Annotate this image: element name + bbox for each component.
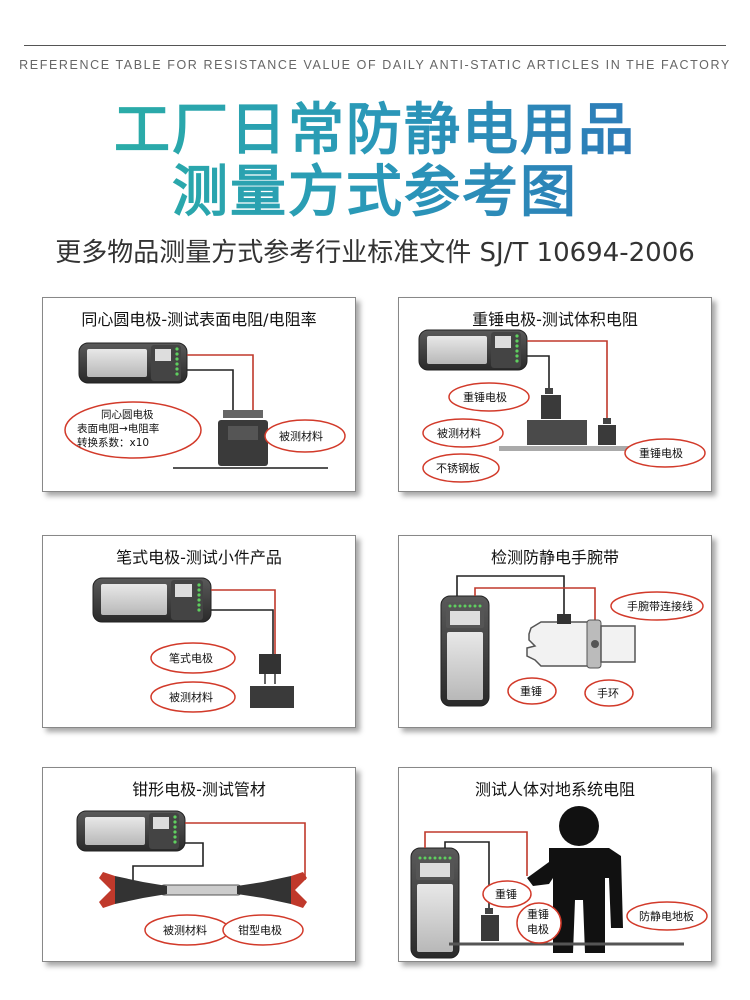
panel-title: 同心圆电极-测试表面电阻/电阻率 xyxy=(81,310,317,329)
label-hammer-electrode-line2: 电极 xyxy=(527,922,549,936)
callout-hammer-top: 重锤电极 xyxy=(448,382,530,412)
label-hammer: 重锤 xyxy=(495,887,517,901)
clamp-electrode-left xyxy=(99,872,167,908)
panel-hammer-electrode: 重锤电极-测试体积电阻 重锤电极 被测材料 xyxy=(398,297,712,492)
tester-meter-horizontal xyxy=(76,810,186,852)
panel-title: 测试人体对地系统电阻 xyxy=(474,780,635,799)
concentric-electrode xyxy=(218,410,268,466)
panel-title: 笔式电极-测试小件产品 xyxy=(116,548,282,567)
main-title-line2: 测量方式参考图 xyxy=(0,160,750,226)
hand-with-wrist-strap xyxy=(526,614,636,669)
clamp-electrode-right xyxy=(237,872,307,908)
callout-hammer: 重锤 xyxy=(482,880,532,908)
label-ring: 手环 xyxy=(597,686,619,700)
test-wires xyxy=(132,822,306,880)
label-pen: 笔式电极 xyxy=(169,651,213,665)
label-plate: 不锈钢板 xyxy=(436,461,480,475)
stainless-plate xyxy=(499,446,629,451)
callout-hammer: 重锤 xyxy=(507,677,557,705)
panel-body-ground-system: 测试人体对地系统电阻 重锤 重锤 电极 xyxy=(398,767,712,962)
callout-pen: 笔式电极 xyxy=(150,642,236,674)
panel-clamp-electrode: 钳形电极-测试管材 被测材料 钳型电极 xyxy=(42,767,356,962)
label-wire: 手腕带连接线 xyxy=(627,599,693,613)
test-wires xyxy=(424,831,528,910)
tester-meter-vertical xyxy=(440,595,490,707)
tester-meter-horizontal xyxy=(418,329,528,371)
callout-clamp: 钳型电极 xyxy=(222,914,304,946)
panel-title: 钳形电极-测试管材 xyxy=(132,780,266,799)
panel-title: 重锤电极-测试体积电阻 xyxy=(472,310,638,329)
panel-title: 检测防静电手腕带 xyxy=(490,548,619,567)
subtitle: 更多物品测量方式参考行业标准文件 SJ/T 10694-2006 xyxy=(55,238,695,268)
small-part-sample xyxy=(250,686,294,708)
hammer-electrode-top xyxy=(541,388,561,419)
label-material: 被测材料 xyxy=(169,690,213,704)
callout-plate: 不锈钢板 xyxy=(422,453,500,483)
tester-meter-vertical xyxy=(410,847,460,959)
hammer-electrode xyxy=(481,908,499,941)
label-hammer: 重锤 xyxy=(520,684,542,698)
label-floor: 防静电地板 xyxy=(639,909,694,923)
panel-wrist-strap: 检测防静电手腕带 手腕带连接线 重锤 xyxy=(398,535,712,728)
label-hammer-right: 重锤电极 xyxy=(639,446,683,460)
top-rule xyxy=(24,45,726,46)
tester-meter-horizontal xyxy=(92,577,212,623)
tester-meter-horizontal xyxy=(78,342,188,384)
panel-pen-electrode: 笔式电极-测试小件产品 笔式电极 被测材料 xyxy=(42,535,356,728)
test-wires xyxy=(456,575,596,632)
label-hammer-top: 重锤电极 xyxy=(463,390,507,404)
label-material: 被测材料 xyxy=(163,923,207,937)
pen-electrode xyxy=(259,654,281,684)
label-electrode-line2: 表面电阻→电阻率 xyxy=(77,422,159,435)
callout-wire: 手腕带连接线 xyxy=(610,591,704,621)
test-wires xyxy=(527,340,608,418)
callout-hammer-electrode: 重锤 电极 xyxy=(516,902,562,944)
label-hammer-electrode-line1: 重锤 xyxy=(527,907,549,921)
test-pipe xyxy=(160,884,242,896)
callout-ring: 手环 xyxy=(584,679,634,707)
label-material: 被测材料 xyxy=(437,426,481,440)
english-title: REFERENCE TABLE FOR RESISTANCE VALUE OF … xyxy=(19,58,731,72)
callout-material: 被测材料 xyxy=(144,914,230,946)
test-wires xyxy=(187,354,254,413)
callout-material: 被测材料 xyxy=(150,681,236,713)
callout-hammer-right: 重锤电极 xyxy=(624,438,706,468)
test-material-block xyxy=(527,420,587,445)
test-wires xyxy=(211,589,276,654)
callout-material: 被测材料 xyxy=(422,418,504,448)
main-title-line1: 工厂日常防静电用品 xyxy=(0,98,750,164)
person-silhouette xyxy=(527,806,623,953)
panel-concentric-electrode: 同心圆电极-测试表面电阻/电阻率 同心圆电极 表面电阻→电阻率 转换系数：x10 xyxy=(42,297,356,492)
hammer-electrode-right xyxy=(598,418,616,445)
label-clamp: 钳型电极 xyxy=(238,923,282,937)
label-electrode-line1: 同心圆电极 xyxy=(101,408,154,421)
callout-floor: 防静电地板 xyxy=(626,901,708,931)
label-electrode-line3: 转换系数：x10 xyxy=(77,436,149,449)
label-material: 被测材料 xyxy=(279,429,323,443)
callout-material: 被测材料 xyxy=(264,419,346,453)
callout-concentric-electrode: 同心圆电极 表面电阻→电阻率 转换系数：x10 xyxy=(64,401,202,459)
